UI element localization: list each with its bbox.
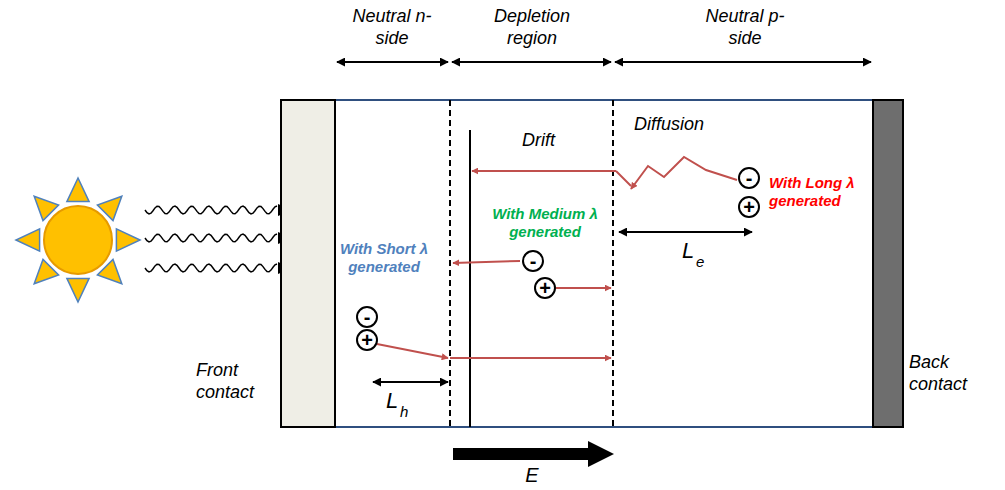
field-label: E (517, 463, 547, 487)
light-wave (145, 264, 277, 272)
junction-line (469, 130, 471, 427)
diffusion-length (373, 381, 448, 383)
diffusion-path (631, 157, 737, 189)
carrier-sign: - (740, 169, 758, 187)
wavelength-note: With Short λ generated (338, 240, 430, 276)
carrier-circle: - (356, 306, 378, 328)
light-wave (145, 234, 277, 242)
length-subscript: h (400, 403, 408, 421)
light-waves (145, 204, 292, 274)
region-span (615, 61, 871, 63)
wavelength-note: With Medium λ generated (483, 205, 607, 241)
depletion-edge (449, 100, 451, 427)
length-symbol: L (682, 238, 694, 264)
wavelength-note: With Long λ generated (769, 174, 869, 210)
carrier-circle: + (738, 196, 760, 218)
hole-drift (450, 357, 611, 359)
carrier-circle: - (522, 250, 544, 272)
field-arrow (588, 441, 614, 467)
carrier-circle: + (534, 277, 556, 299)
sun-ray (116, 229, 140, 251)
process-label: Diffusion (634, 114, 704, 136)
carrier-sign: + (740, 198, 758, 216)
contact-label: Back contact (909, 352, 1001, 395)
process-label: Drift (522, 130, 555, 152)
electron-drift (453, 261, 520, 263)
region-span (337, 61, 448, 63)
region-label: Depletion region (482, 6, 582, 49)
sun-ray (16, 229, 40, 251)
carrier-sign: - (524, 252, 542, 270)
region-span (452, 61, 611, 63)
region-label: Neutral n-side (352, 6, 432, 49)
diffusion-length (619, 231, 752, 233)
sun-disc (44, 206, 112, 274)
field-arrow (453, 448, 589, 460)
length-symbol: L (386, 388, 398, 414)
sun-ray (67, 278, 89, 302)
depletion-edge (612, 100, 614, 427)
carrier-circle: - (738, 167, 760, 189)
front-contact (281, 100, 335, 427)
carrier-sign: - (358, 308, 376, 326)
drift-arrow (472, 170, 616, 172)
hole-diffusion (377, 344, 448, 358)
contact-label: Front contact (196, 360, 276, 403)
cell-outline (280, 99, 903, 101)
hole-drift (556, 287, 611, 289)
back-contact (873, 100, 903, 427)
length-subscript: e (696, 253, 704, 271)
carrier-circle: + (356, 329, 378, 351)
carrier-sign: + (358, 331, 376, 349)
light-wave (145, 206, 277, 214)
region-label: Neutral p-side (705, 6, 785, 49)
carrier-sign: + (536, 279, 554, 297)
carrier-path (616, 171, 631, 186)
sun-ray (67, 178, 89, 202)
sun-symbol (16, 178, 140, 302)
cell-outline (280, 426, 903, 428)
